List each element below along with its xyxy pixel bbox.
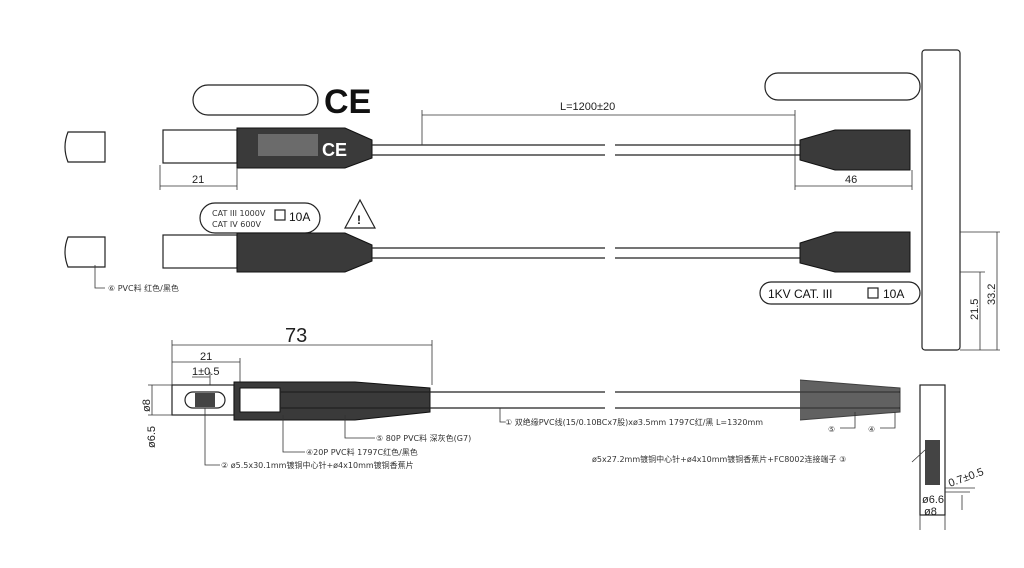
double-insulation-icon <box>274 209 286 221</box>
warning-icon <box>343 198 377 229</box>
lead-row-2: CAT III 1000V CAT IV 600V 10A ! ⑥ PVC料 红… <box>64 198 1000 351</box>
callout-part1: ① 双绝缘PVC线(15/0.10BCx7股)xø3.5mm 1797C红/黑 … <box>505 417 763 427</box>
label-oval-right <box>764 72 921 101</box>
dim-tol-0-7: 0.7±0.5 <box>947 466 986 490</box>
dim-46: 46 <box>845 174 857 186</box>
plug-tip <box>162 129 238 164</box>
svg-text:!: ! <box>357 213 361 227</box>
lead-section-view: 73 21 1±0.5 ø8 ø6.5 ① 双绝缘PVC线(15/0.10BCx… <box>141 325 985 530</box>
kv-amp: 10A <box>883 287 904 301</box>
right-connector-body <box>799 129 911 171</box>
callout-part4: ④20P PVC料 1797C红色/黑色 <box>306 447 418 457</box>
callout-part4-right: ④ <box>868 425 875 434</box>
dim-tol-1: 1±0.5 <box>192 366 219 378</box>
dim-33-2: 33.2 <box>986 284 998 305</box>
label-oval <box>192 84 319 116</box>
callout-part5: ⑤ 80P PVC料 深灰色(G7) <box>376 433 471 443</box>
dim-21: 21 <box>192 174 204 186</box>
plug-tip <box>162 234 238 269</box>
right-connector-body <box>799 231 911 273</box>
cat-iii-rating: CAT III 1000V <box>212 209 266 218</box>
amp-rating: 10A <box>289 210 310 224</box>
callout-part3: ø5x27.2mm镀铜中心针+ø4x10mm镀铜香蕉片+FC8002连接端子 ③ <box>592 454 846 464</box>
kv-rating: 1KV CAT. III <box>768 287 832 301</box>
dim-length: L=1200±20 <box>560 101 615 113</box>
dim-73: 73 <box>285 325 307 347</box>
dim-dia-8-bottom: ø8 <box>924 506 937 518</box>
callout-part5-right: ⑤ <box>828 425 835 434</box>
ce-mark: CE <box>324 83 371 121</box>
connector-body <box>236 232 373 273</box>
cat-iv-rating: CAT IV 600V <box>212 220 262 229</box>
right-angle-plug-bar <box>921 49 961 351</box>
kv-rating-oval <box>759 281 921 305</box>
dim-dia-8: ø8 <box>141 399 153 412</box>
dim-dia-6-6: ø6.6 <box>922 494 944 506</box>
protective-cap <box>64 131 106 163</box>
dim-dia-6-5: ø6.5 <box>146 426 158 448</box>
ce-mark-small: CE <box>322 140 347 160</box>
dim-21-5: 21.5 <box>969 299 981 320</box>
callout-part2: ② ø5.5x30.1mm镀铜中心针+ø4x10mm镀铜香蕉片 <box>221 460 414 470</box>
cable <box>372 144 800 156</box>
cable <box>372 247 800 259</box>
protective-cap <box>64 236 106 268</box>
dim-21-b: 21 <box>200 351 212 363</box>
callout-part6: ⑥ PVC料 红色/黑色 <box>108 283 179 293</box>
lead-row-1: CE CE 21 L=1200±20 46 <box>64 72 921 190</box>
